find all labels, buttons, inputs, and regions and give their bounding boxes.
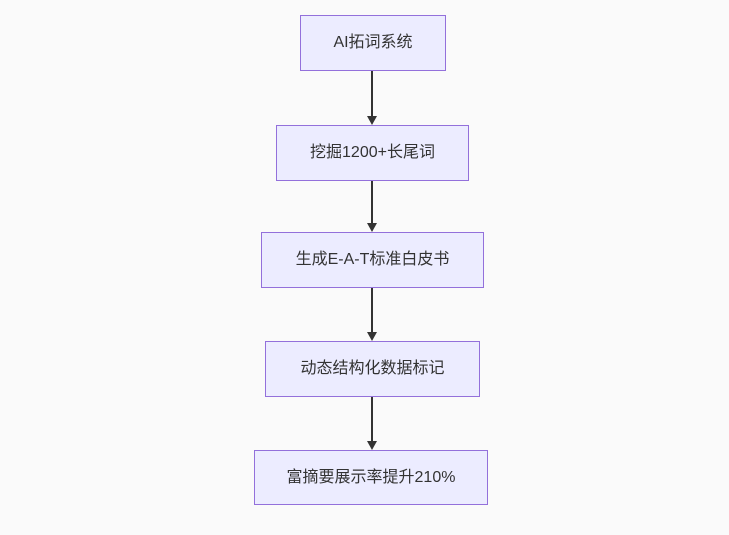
flow-node-label: 富摘要展示率提升210% [286, 468, 456, 486]
arrow-head-icon [367, 223, 377, 232]
arrow-line [371, 181, 373, 223]
arrow-head-icon [367, 441, 377, 450]
flow-node-ai-keyword-system: AI拓词系统 [300, 15, 446, 71]
flow-node-label: 动态结构化数据标记 [300, 360, 445, 378]
flow-arrow [367, 181, 377, 232]
flow-node-label: 生成E-A-T标准白皮书 [295, 251, 450, 269]
flow-node-label: AI拓词系统 [333, 34, 413, 52]
arrow-head-icon [367, 332, 377, 341]
flow-arrow [367, 397, 377, 450]
flow-node-longtail-mining: 挖掘1200+长尾词 [276, 125, 469, 181]
flow-arrow [367, 288, 377, 341]
arrow-line [371, 397, 373, 441]
arrow-line [371, 288, 373, 332]
flow-node-structured-data-markup: 动态结构化数据标记 [265, 341, 480, 397]
arrow-head-icon [367, 116, 377, 125]
flow-node-rich-snippet-result: 富摘要展示率提升210% [254, 450, 488, 505]
flow-arrow [367, 71, 377, 125]
arrow-line [371, 71, 373, 116]
flow-node-label: 挖掘1200+长尾词 [310, 144, 435, 162]
flow-node-eat-whitepaper: 生成E-A-T标准白皮书 [261, 232, 484, 288]
